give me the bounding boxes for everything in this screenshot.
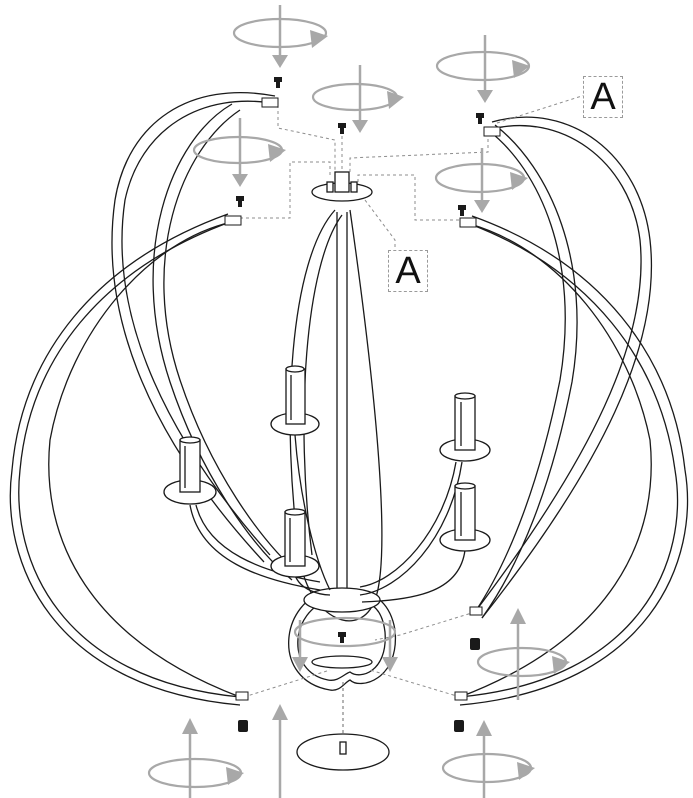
screw-icon [476, 113, 484, 124]
candle-right-upper [439, 392, 491, 462]
candle-left [163, 436, 217, 505]
center-hub [303, 587, 381, 613]
nut-icon [238, 720, 248, 732]
candle-lower-middle [270, 508, 320, 578]
bottom-plate [296, 682, 390, 771]
arrow-icon [272, 704, 288, 798]
arm-connectors [224, 97, 501, 701]
screw-icon [458, 205, 466, 216]
rotate-cw-icon [434, 148, 528, 213]
screw-icon [338, 123, 346, 134]
arm-right-outer [459, 223, 679, 698]
screws [236, 77, 484, 732]
rotate-cw-icon [192, 118, 286, 187]
rotate-cw-icon [232, 5, 328, 68]
screw-icon [236, 196, 244, 207]
callout-a-top: A [583, 76, 623, 118]
arm-right-mid [474, 125, 642, 613]
rotate-cw-icon [311, 65, 404, 133]
rotate-cw-icon [435, 35, 531, 103]
arm-left-outer [18, 221, 241, 698]
screw-icon [274, 77, 282, 88]
candle-arms [189, 434, 466, 603]
nut-icon [454, 720, 464, 732]
candle-right-lower [439, 482, 491, 552]
rotate-cw-icon [441, 720, 535, 798]
bottom-loop [288, 589, 396, 691]
outer-arms [9, 92, 689, 706]
candles [163, 365, 491, 578]
rotation-arrows [147, 5, 570, 798]
rotate-cw-icon [476, 608, 570, 700]
rotate-cw-icon [147, 718, 244, 798]
arm-left-cross [48, 221, 241, 698]
candle-upper-middle [270, 365, 320, 436]
central-stem [288, 171, 396, 691]
screw-icon [338, 632, 346, 643]
nut-icon [470, 638, 480, 650]
callout-a-middle: A [388, 250, 428, 292]
rotate-cw-icon [292, 616, 398, 672]
